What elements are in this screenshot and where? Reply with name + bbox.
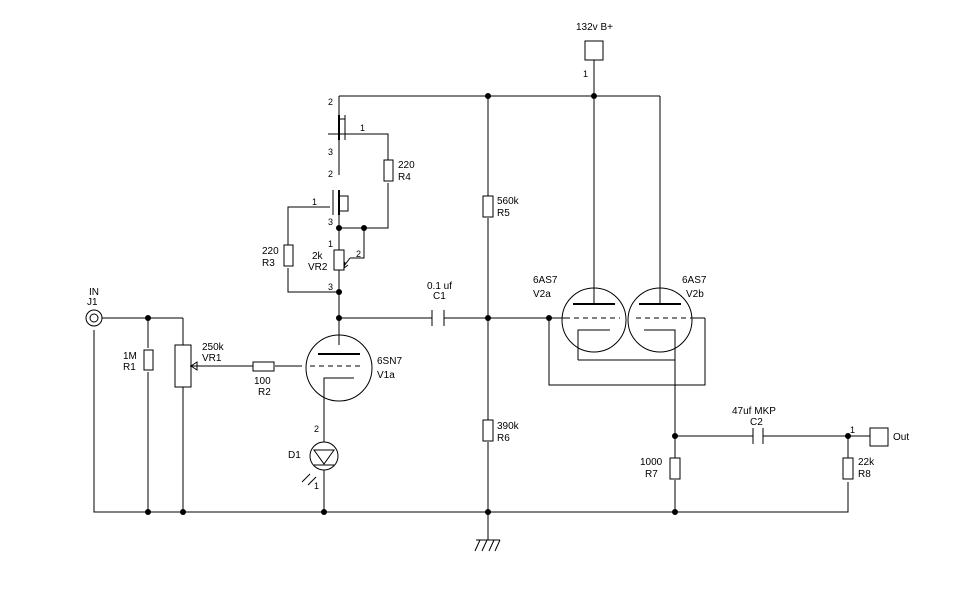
vr2-value: 2k <box>312 251 324 262</box>
lower-drain-pin: 2 <box>328 169 333 179</box>
mosfet-lower: 2 1 3 <box>312 169 349 227</box>
junction-dot <box>485 509 491 515</box>
c2-value: 47uf MKP <box>732 406 776 417</box>
capacitor-c2: 47uf MKP C2 <box>732 406 776 444</box>
ground-symbol <box>474 539 501 552</box>
r5-ref: R5 <box>497 208 510 219</box>
r7-value: 1000 <box>640 457 663 468</box>
upper-source-pin: 3 <box>328 147 333 157</box>
resistor-r8: 22k R8 <box>842 457 875 480</box>
lower-gate-pin: 1 <box>312 197 317 207</box>
junction-dot <box>485 93 491 99</box>
resistor-r2: 100 R2 <box>252 361 275 398</box>
mosfet-upper: 2 1 3 <box>328 97 365 157</box>
input-jack-j1: IN J1 <box>85 287 103 327</box>
resistor-r1: 1M R1 <box>123 349 154 373</box>
junction-dot <box>845 433 851 439</box>
vr2-ref: VR2 <box>308 262 328 273</box>
v1a-type: 6SN7 <box>377 356 402 367</box>
potentiometer-vr1: 250k VR1 <box>174 342 225 388</box>
supply-label: 132v B+ <box>576 22 613 33</box>
lower-source-pin: 3 <box>328 217 333 227</box>
vr1-ref: VR1 <box>202 353 222 364</box>
junction-dot <box>546 315 552 321</box>
v2a-ref: V2a <box>533 289 551 300</box>
r4-ref: R4 <box>398 172 411 183</box>
supply-terminal: 132v B+ 1 <box>576 22 613 80</box>
r1-value: 1M <box>123 351 137 362</box>
r4-value: 220 <box>398 160 415 171</box>
junction-dot <box>672 509 678 515</box>
r3-ref: R3 <box>262 258 275 269</box>
r3-value: 220 <box>262 246 279 257</box>
resistor-r4: 220 R4 <box>383 159 415 183</box>
wires <box>93 80 870 540</box>
tube-v1a: 6SN7 V1a <box>305 334 402 402</box>
input-label: IN <box>89 287 99 298</box>
r6-value: 390k <box>497 421 520 432</box>
r6-ref: R6 <box>497 433 510 444</box>
resistor-r6: 390k R6 <box>482 419 520 444</box>
upper-drain-pin: 2 <box>328 97 333 107</box>
junction-dot <box>145 509 151 515</box>
junction-dot <box>485 315 491 321</box>
r1-ref: R1 <box>123 362 136 373</box>
junction-dot <box>591 93 597 99</box>
junction-dot <box>180 509 186 515</box>
output-terminal: Out 1 <box>850 425 909 447</box>
d1-ref: D1 <box>288 450 301 461</box>
c1-ref: C1 <box>433 291 446 302</box>
resistor-r5: 560k R5 <box>482 195 520 219</box>
vr2-pin3: 3 <box>328 282 333 292</box>
capacitor-c1: 0.1 uf C1 <box>427 281 452 326</box>
r2-value: 100 <box>254 376 271 387</box>
junction-dot <box>321 509 327 515</box>
junction-dot <box>336 289 342 295</box>
resistor-r7: 1000 R7 <box>640 457 681 480</box>
v1a-ref: V1a <box>377 370 395 381</box>
r8-value: 22k <box>858 457 875 468</box>
c1-value: 0.1 uf <box>427 281 452 292</box>
resistor-r3: 220 R3 <box>262 244 294 269</box>
supply-pin: 1 <box>583 69 588 79</box>
v2b-type: 6AS7 <box>682 275 707 286</box>
junction-dot <box>361 225 367 231</box>
r2-ref: R2 <box>258 387 271 398</box>
output-pin: 1 <box>850 425 855 435</box>
vr2-pin2: 2 <box>356 249 361 259</box>
r5-value: 560k <box>497 196 520 207</box>
tube-v2a: 6AS7 V2a <box>533 275 627 360</box>
junction-dot <box>145 315 151 321</box>
output-label: Out <box>893 432 909 443</box>
junction-dot <box>336 315 342 321</box>
vr2-pin1: 1 <box>328 239 333 249</box>
input-ref: J1 <box>87 297 98 308</box>
junction-dot <box>336 225 342 231</box>
vr1-value: 250k <box>202 342 225 353</box>
v2b-ref: V2b <box>686 289 704 300</box>
v2a-type: 6AS7 <box>533 275 558 286</box>
r7-ref: R7 <box>645 469 658 480</box>
potentiometer-vr2: 2k VR2 1 2 3 <box>308 239 361 292</box>
led-d1: 2 1 D1 <box>288 424 339 491</box>
d1-pin-bottom: 1 <box>314 481 319 491</box>
tube-v2b: 6AS7 V2b <box>627 275 707 355</box>
d1-pin-top: 2 <box>314 424 319 434</box>
c2-ref: C2 <box>750 417 763 428</box>
upper-gate-pin: 1 <box>360 123 365 133</box>
junction-dots <box>145 93 851 515</box>
junction-dot <box>672 433 678 439</box>
r8-ref: R8 <box>858 469 871 480</box>
